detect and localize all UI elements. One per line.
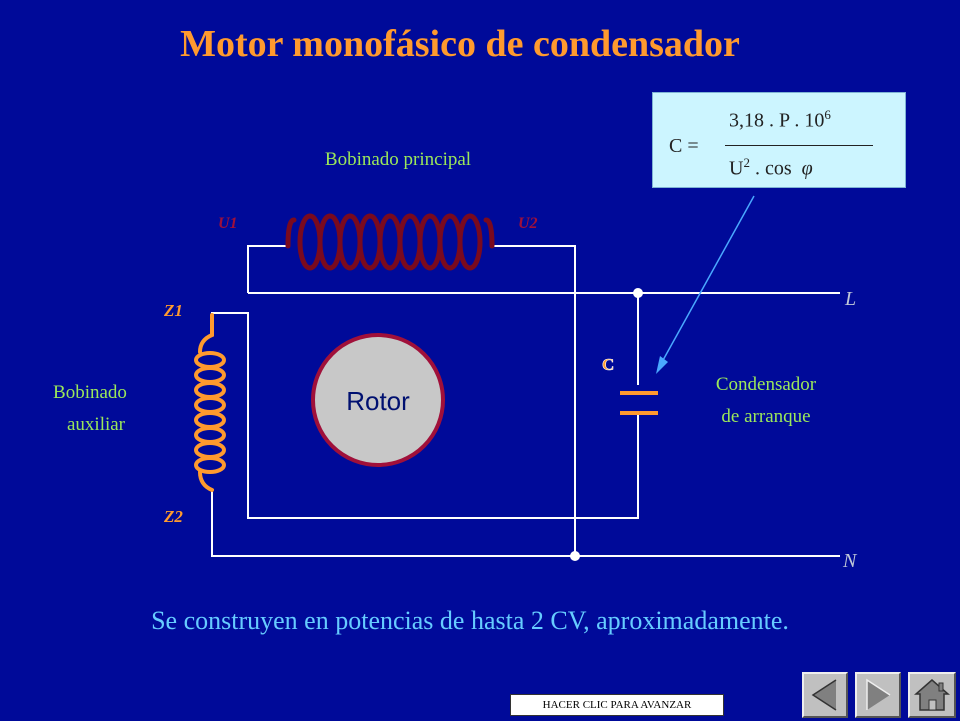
capacitance-formula: C = 3,18 . P . 106 U2 . cos φ — [652, 92, 906, 188]
page-title: Motor monofásico de condensador — [180, 23, 740, 65]
capacitor-symbol — [620, 391, 658, 415]
junction-dot-n — [570, 551, 580, 561]
terminal-u2-label: U2 — [518, 215, 538, 232]
line-l-label: L — [844, 288, 856, 310]
wire-u1 — [247, 245, 288, 293]
formula-lhs: C = — [669, 135, 699, 157]
wire-u2 — [492, 245, 576, 556]
formula-numerator: 3,18 . P . 106 — [729, 107, 831, 132]
aux-winding-label-line1: Bobinado — [53, 382, 127, 403]
footer-note: Se construyen en potencias de hasta 2 CV… — [151, 606, 789, 635]
capacitor-c-label: C — [602, 355, 614, 374]
line-n-label: N — [842, 550, 858, 572]
junction-dot-l — [633, 288, 643, 298]
aux-winding-label-line2: auxiliar — [67, 414, 126, 435]
terminal-z2-label: Z2 — [163, 507, 183, 526]
rotor-label: Rotor — [346, 386, 410, 416]
triangle-right-icon — [866, 678, 891, 710]
terminal-z1-label: Z1 — [163, 301, 183, 320]
wires — [211, 245, 840, 557]
fraction-bar — [725, 145, 873, 146]
home-button[interactable] — [908, 672, 956, 718]
triangle-left-icon — [811, 679, 837, 711]
advance-button[interactable]: HACER CLIC PARA AVANZAR — [510, 694, 724, 716]
formula-pointer-arrow — [656, 195, 755, 374]
capacitor-desc-line1: Condensador — [716, 374, 817, 395]
terminal-u1-label: U1 — [218, 215, 238, 232]
aux-winding-coil — [194, 313, 226, 492]
previous-slide-button[interactable] — [802, 672, 848, 718]
next-slide-button[interactable] — [855, 672, 901, 718]
rotor — [311, 333, 445, 467]
main-winding-coil — [285, 213, 495, 271]
line-n-wire — [211, 490, 840, 557]
main-winding-label: Bobinado principal — [325, 149, 471, 170]
capacitor-desc-line2: de arranque — [721, 406, 810, 427]
phi-symbol: φ — [801, 157, 813, 180]
home-icon — [914, 679, 950, 711]
formula-denominator: U2 . cos φ — [729, 155, 813, 180]
